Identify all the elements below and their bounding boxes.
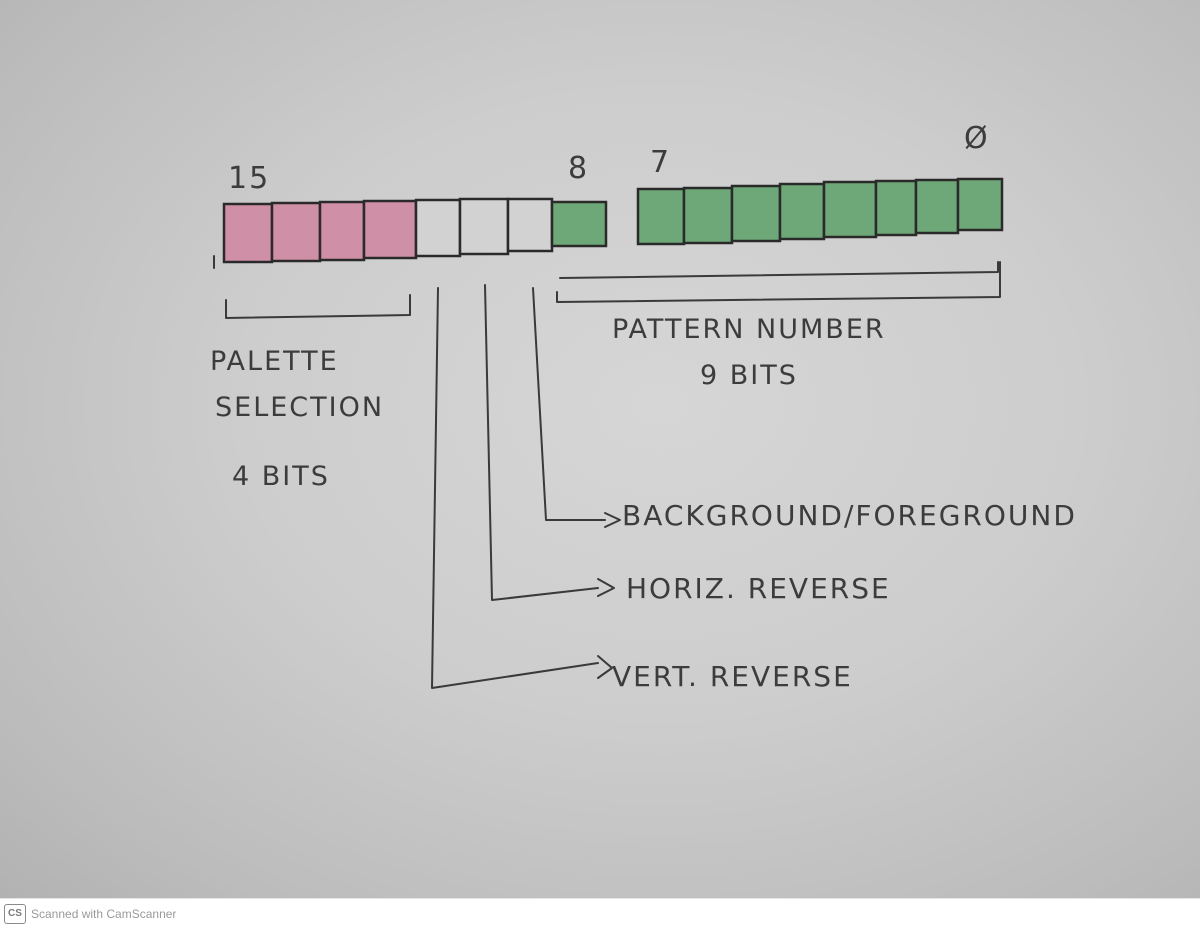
scanner-footer: CS Scanned with CamScanner [0,898,1200,928]
vert-reverse-label: VERT. REVERSE [612,660,853,693]
palette-bits-label: 4 BITS [232,461,330,492]
bit-cell-6 [682,186,734,245]
horiz-reverse-label: HORIZ. REVERSE [626,572,891,605]
bit-8-label: 8 [568,151,589,186]
scanner-watermark-text: Scanned with CamScanner [31,906,177,921]
palette-bracket [225,294,411,319]
bit-cell-12 [362,199,418,260]
bit-cell-2 [874,179,918,237]
paper-sheet: 15 8 7 Ø PALETTE SELECTION 4 BITS [0,0,1200,898]
low-byte-register [636,177,1004,246]
bit-7-label: 7 [650,145,671,180]
bg-fg-label: BACKGROUND/FOREGROUND [622,499,1077,532]
bit-cell-4 [778,182,826,241]
bit-cell-1 [914,178,960,235]
bit-cell-3 [822,180,878,239]
bit-cell-0 [956,177,1004,232]
pattern-bracket [556,261,1001,303]
bit-cell-7 [636,187,686,246]
palette-label-line2: SELECTION [215,392,384,423]
palette-label-line1: PALETTE [210,346,339,377]
bit-layout-diagram: 15 8 7 Ø PALETTE SELECTION 4 BITS [210,121,1077,693]
bit-cell-9 [506,197,554,253]
horiz-leader-line [484,284,599,601]
bg-fg-leader-line [532,287,606,521]
vert-arrow-icon [597,655,613,679]
bit-0-label: Ø [964,121,990,156]
bit-cell-15 [222,202,274,264]
low-byte-tick [559,261,999,279]
bit-cell-13 [318,200,366,262]
high-byte-register [222,197,608,264]
camscanner-logo: CS [4,903,26,924]
bit-cell-5 [730,184,782,243]
horiz-arrow-icon [597,578,615,597]
pattern-bits-label: 9 BITS [700,360,798,391]
bit-cell-11 [414,198,462,258]
bit-cell-14 [270,201,322,263]
bg-fg-arrow-icon [604,512,621,528]
bit-cell-8 [550,200,608,248]
bit-cell-10 [458,197,510,256]
pattern-label: PATTERN NUMBER [612,314,886,345]
vert-leader-line [431,287,599,689]
bit-15-label: 15 [228,161,270,196]
